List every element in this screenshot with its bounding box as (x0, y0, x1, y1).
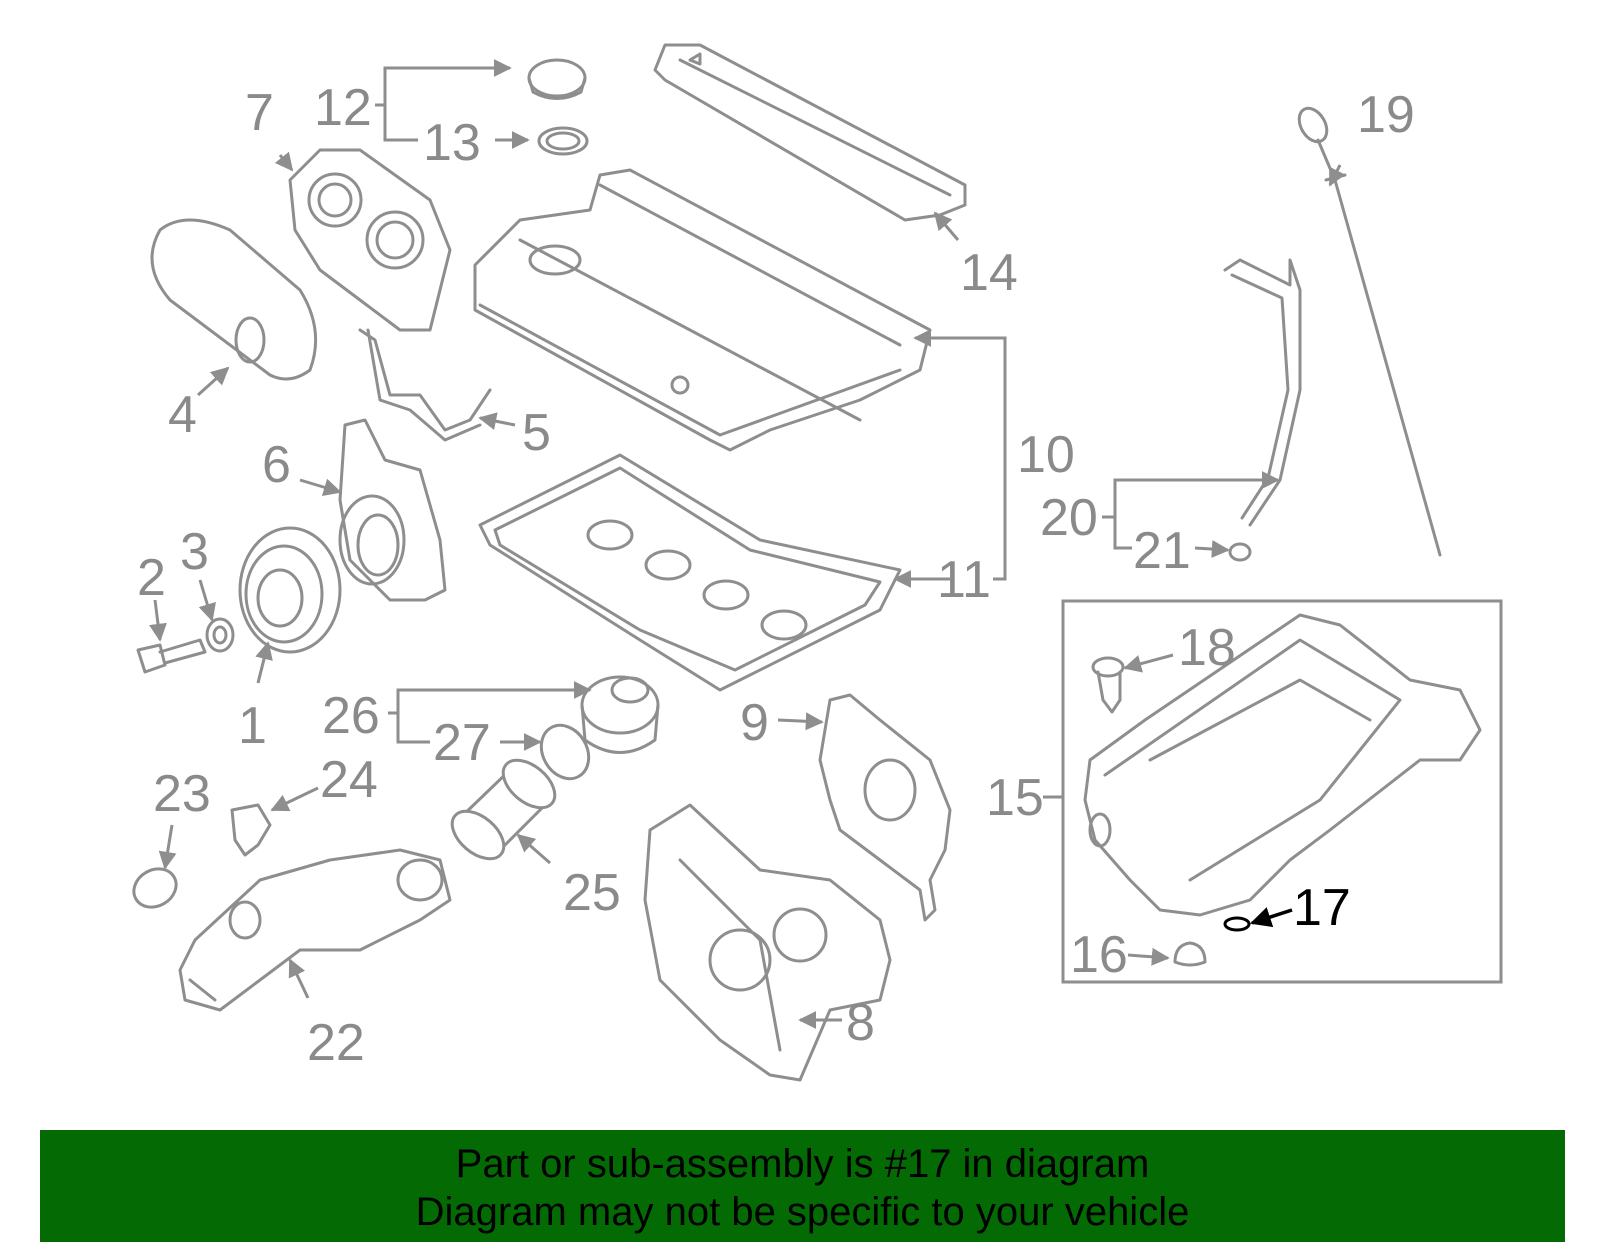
dipstick-tube-o-ring-part[interactable] (1228, 542, 1252, 562)
timing-cover-outer-part[interactable] (150, 218, 318, 381)
callout-16: 16 (1070, 926, 1128, 984)
oil-level-sensor-part[interactable] (1091, 656, 1125, 714)
callout-17-highlighted: 17 (1293, 879, 1351, 937)
callout-20: 20 (1040, 489, 1098, 547)
filler-cap-seal-part[interactable] (537, 126, 589, 156)
callout-12: 12 (314, 79, 372, 137)
callout-25: 25 (563, 864, 621, 922)
callout-1: 1 (238, 697, 267, 755)
oil-pan-part[interactable] (1083, 613, 1482, 917)
rear-timing-cover-part[interactable] (818, 693, 952, 922)
callout-27: 27 (433, 714, 491, 772)
valve-cover-gasket-part[interactable] (478, 453, 902, 692)
engine-cover-part[interactable] (653, 43, 967, 222)
callout-21: 21 (1133, 522, 1191, 580)
oil-pressure-sensor-part[interactable] (230, 803, 272, 857)
callout-2: 2 (137, 549, 166, 607)
callout-14: 14 (960, 244, 1018, 302)
callout-18: 18 (1178, 619, 1236, 677)
dipstick-tube-part[interactable] (1223, 258, 1302, 527)
housing-seal-ring-part[interactable] (127, 861, 183, 914)
callout-6: 6 (262, 436, 291, 494)
timing-cover-gasket-part[interactable] (358, 328, 492, 442)
valve-cover-part[interactable] (473, 168, 932, 452)
callout-3: 3 (180, 523, 209, 581)
oil-filter-housing-part[interactable] (178, 848, 452, 1012)
callout-26: 26 (322, 687, 380, 745)
callout-24: 24 (320, 751, 378, 809)
oil-pan-group-box (1061, 599, 1503, 984)
callout-5: 5 (522, 404, 551, 462)
oil-filler-cap-part[interactable] (527, 58, 587, 100)
callout-22: 22 (307, 1014, 365, 1072)
callout-11: 11 (937, 551, 991, 609)
drain-plug-gasket-part[interactable] (1223, 916, 1251, 932)
drain-plug-part[interactable] (1173, 941, 1207, 967)
callout-4: 4 (168, 386, 197, 444)
oil-filter-element-part[interactable] (443, 751, 563, 868)
callout-9: 9 (740, 694, 769, 752)
banner-line-part-number: Part or sub-assembly is #17 in diagram (455, 1142, 1150, 1186)
callout-23: 23 (153, 765, 211, 823)
crankshaft-pulley-part[interactable] (238, 526, 342, 654)
callout-8: 8 (846, 994, 875, 1052)
part-info-banner: Part or sub-assembly is #17 in diagram D… (40, 1130, 1565, 1242)
callout-15: 15 (986, 769, 1044, 827)
filter-cap-o-ring-part[interactable] (532, 717, 598, 787)
oil-filter-cap-part[interactable] (580, 675, 660, 754)
engine-front-housing-part[interactable] (643, 803, 892, 1082)
banner-line-disclaimer: Diagram may not be specific to your vehi… (415, 1190, 1190, 1234)
callout-7: 7 (245, 84, 274, 142)
front-cover-seal-part[interactable] (338, 418, 447, 602)
callout-19: 19 (1357, 86, 1415, 144)
timing-cover-upper-part[interactable] (288, 148, 452, 332)
dipstick-part[interactable] (1294, 103, 1442, 557)
callout-10: 10 (1017, 426, 1075, 484)
callout-13: 13 (423, 114, 481, 172)
pulley-bolt-part[interactable] (136, 638, 207, 674)
parts-diagram: 1 2 3 4 5 6 7 8 9 10 11 12 13 14 15 16 1… (127, 43, 1503, 1082)
washer-part[interactable] (205, 617, 235, 653)
